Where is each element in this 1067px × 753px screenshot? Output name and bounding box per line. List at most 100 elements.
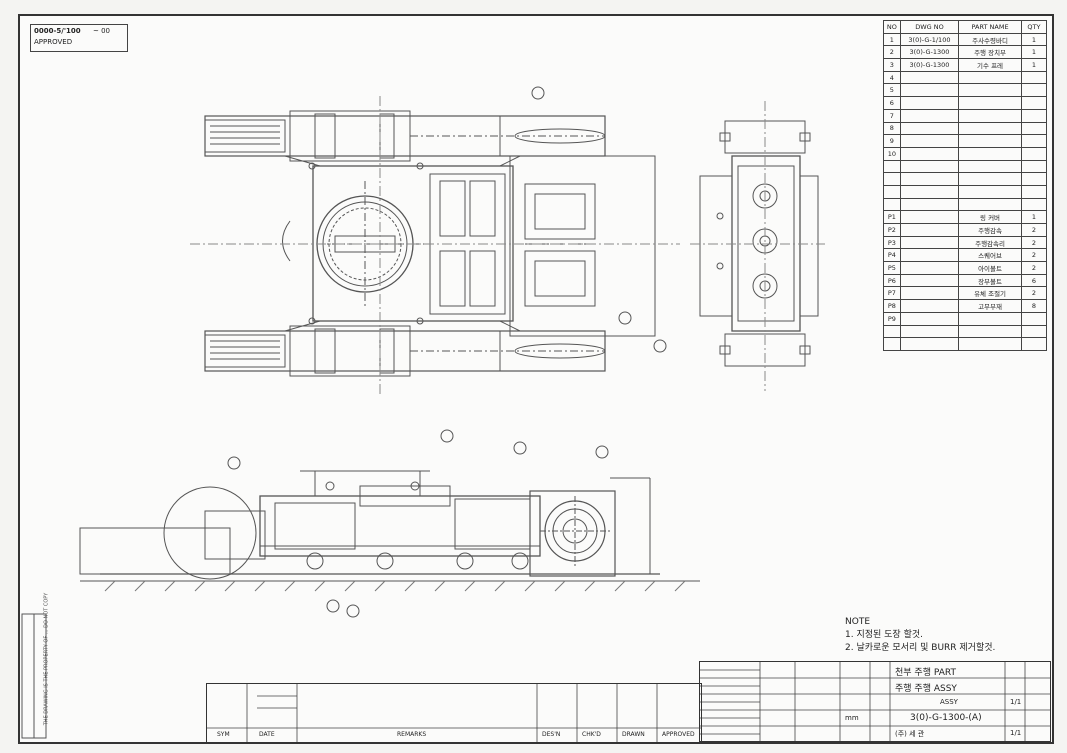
part-no: 8 (883, 121, 901, 136)
part-no (883, 172, 901, 186)
part-no: P7 (883, 286, 901, 301)
part-dwg-no (899, 337, 960, 351)
part-name (958, 172, 1022, 186)
part-dwg-no: 3(0)-G-1300 (899, 58, 960, 72)
mechanical-assembly-drawing (21, 86, 825, 739)
front-elevation (79, 429, 700, 618)
part-no: 3 (883, 58, 901, 72)
part-dwg-no (899, 197, 960, 212)
part-dwg-no (899, 311, 960, 326)
part-dwg-no (899, 134, 960, 148)
margin-note: THE DRAWING IS THE PROPERTY OF ... DO NO… (43, 592, 50, 726)
part-qty (1020, 184, 1048, 199)
sheet-number: 1/1 (1010, 729, 1022, 737)
part-dwg-no (899, 159, 960, 174)
assy-title: 주행 주행 ASSY (895, 684, 957, 694)
approval-stamp: 0000-5/'100 APPROVED ~ 00 (30, 24, 128, 52)
rev-header-remarks: REMARKS (397, 731, 427, 738)
rev-header-approved: APPROVED (662, 731, 695, 738)
part-no: P3 (883, 235, 901, 250)
part-name (958, 337, 1022, 351)
part-no: 6 (883, 96, 901, 110)
part-dwg-no (899, 172, 960, 186)
header-dwg-no: DWG NO (899, 20, 960, 34)
parts-table-row: 7 (883, 108, 1048, 123)
part-qty (1020, 96, 1048, 110)
part-qty (1020, 159, 1048, 174)
rev-header-drawn: DRAWN (622, 731, 645, 738)
part-dwg-no (899, 248, 960, 263)
company-name: (주) 세 관 (895, 730, 925, 738)
parts-table-row (883, 159, 1048, 174)
header-part-name: PART NAME (958, 20, 1022, 34)
part-dwg-no (899, 223, 960, 237)
part-name (958, 108, 1022, 123)
part-qty (1020, 324, 1048, 339)
part-qty: 2 (1020, 261, 1048, 275)
title-block: 천부 주행 PART 주행 주행 ASSY ASSY 3(0)-G-1300-(… (699, 661, 1051, 742)
part-no (883, 197, 901, 212)
part-no: 7 (883, 108, 901, 123)
part-qty: 8 (1020, 299, 1048, 313)
part-no: P6 (883, 273, 901, 288)
header-qty: QTY (1020, 20, 1048, 34)
part-dwg-no (899, 146, 960, 161)
part-no: 4 (883, 70, 901, 85)
revision-grid (207, 684, 701, 742)
part-dwg-no (899, 184, 960, 199)
rev-header-date: DATE (259, 731, 275, 738)
part-name: 유체 조절기 (958, 286, 1022, 301)
part-no (883, 184, 901, 199)
part-name (958, 311, 1022, 326)
part-qty: 1 (1020, 58, 1048, 72)
part-dwg-no (899, 235, 960, 250)
part-qty: 6 (1020, 273, 1048, 288)
rev-header-checked: CHK'D (582, 731, 601, 738)
drawing-sheet: 0000-5/'100 APPROVED ~ 00 NO DWG NO PART… (18, 14, 1054, 744)
part-name: 스퀘어브 (958, 248, 1022, 263)
part-qty (1020, 134, 1048, 148)
part-dwg-no (899, 121, 960, 136)
part-no: 2 (883, 45, 901, 60)
part-dwg-no: 3(0)-G-1/100 (899, 32, 960, 47)
part-no: 1 (883, 32, 901, 47)
part-qty: 2 (1020, 286, 1048, 301)
part-name (958, 184, 1022, 199)
drawing-notes: NOTE 1. 지정된 도장 할것. 2. 날카로운 모서리 및 BURR 제거… (845, 616, 995, 655)
parts-table-row (883, 324, 1048, 339)
parts-table-header: NO DWG NO PART NAME QTY (883, 20, 1048, 34)
part-name: 링 커버 (958, 210, 1022, 224)
stamp-line-1: 0000-5/'100 (34, 27, 81, 35)
part-qty (1020, 311, 1048, 326)
part-no: P2 (883, 223, 901, 237)
part-dwg-no (899, 96, 960, 110)
title-block-grid (700, 662, 1050, 741)
parts-table-row: 8 (883, 121, 1048, 136)
part-dwg-no (899, 324, 960, 339)
part-no: P8 (883, 299, 901, 313)
part-dwg-no (899, 286, 960, 301)
part-name (958, 146, 1022, 161)
part-qty: 2 (1020, 223, 1048, 237)
parts-table-row: 4 (883, 70, 1048, 85)
part-no: 10 (883, 146, 901, 161)
part-dwg-no (899, 70, 960, 85)
part-name (958, 70, 1022, 85)
drawing-number: 3(0)-G-1300-(A) (910, 713, 982, 723)
part-dwg-no (899, 108, 960, 123)
part-qty: 2 (1020, 235, 1048, 250)
part-dwg-no: 3(0)-G-1300 (899, 45, 960, 60)
part-qty: 1 (1020, 32, 1048, 47)
part-dwg-no (899, 83, 960, 98)
part-no: P1 (883, 210, 901, 224)
